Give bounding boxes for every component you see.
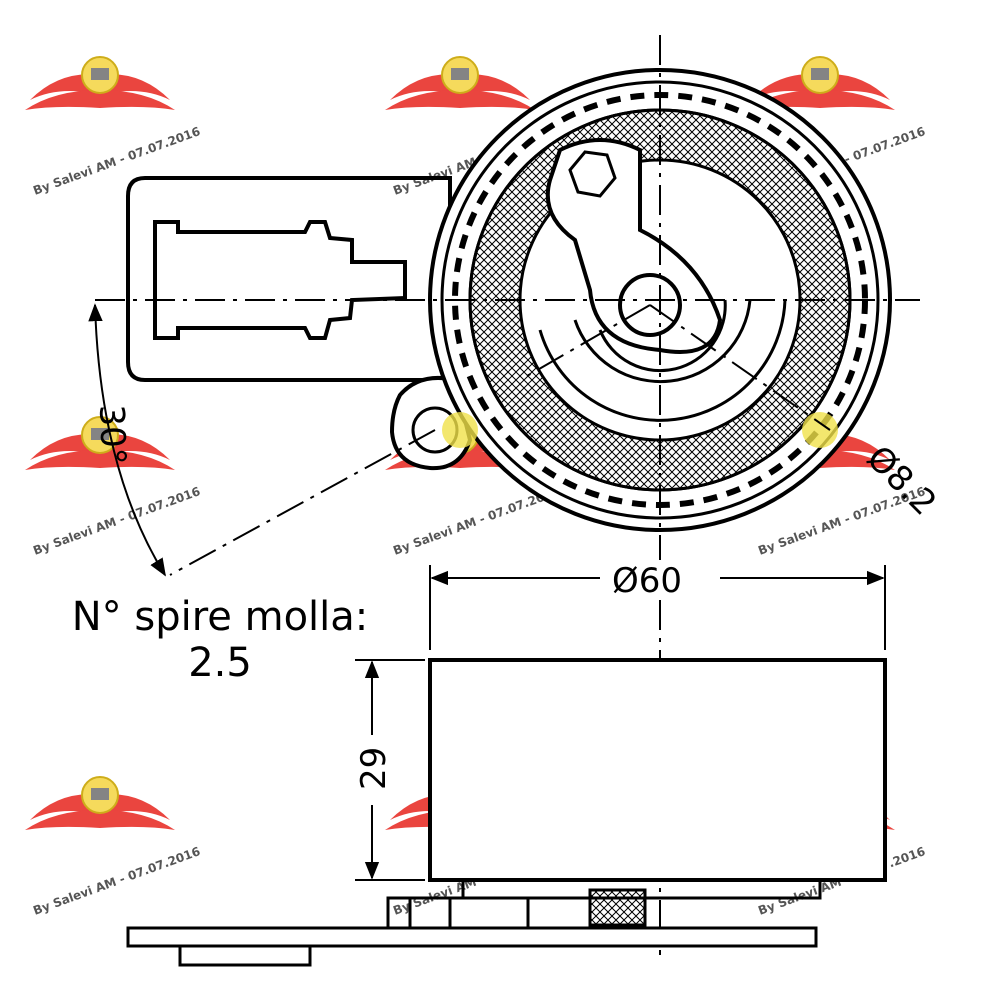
mark-left (442, 412, 478, 448)
diameter-label: Ø60 (612, 561, 682, 601)
pulley-body (428, 658, 887, 882)
watermark-logo-7 (24, 776, 176, 831)
base-plate (126, 926, 818, 948)
base-foot (178, 946, 312, 967)
height-dimension (355, 659, 425, 881)
spring-block (588, 888, 647, 927)
spring-turns-label: N° spire molla: (71, 594, 369, 640)
diameter-dimension (429, 565, 886, 650)
watermark-logo-1 (24, 56, 176, 111)
watermark-text-4: By Salevi AM - 07.07.2016 (31, 484, 202, 558)
side-view (126, 658, 887, 967)
spring-arc-2 (573, 299, 752, 384)
pulley-ring-1 (440, 80, 880, 520)
watermark-logo-2 (384, 56, 536, 111)
mounting-arm (126, 176, 452, 382)
watermark-text-7: By Salevi AM - 07.07.2016 (31, 844, 202, 918)
watermark-text-1: By Salevi AM - 07.07.2016 (31, 124, 202, 198)
hex-bolt-icon (568, 150, 617, 198)
spring-arc-3 (598, 299, 727, 373)
spring-arc-1 (538, 299, 787, 422)
spring-turns-value: 2.5 (188, 640, 252, 686)
mark-right (802, 412, 838, 448)
height-label: 29 (354, 747, 394, 790)
adjuster-slot (153, 220, 407, 340)
spring-turns-note: N° spire molla: 2.5 (20, 594, 420, 686)
angle-dimension: 30° (88, 303, 166, 577)
angle-label: 30° (91, 404, 133, 466)
